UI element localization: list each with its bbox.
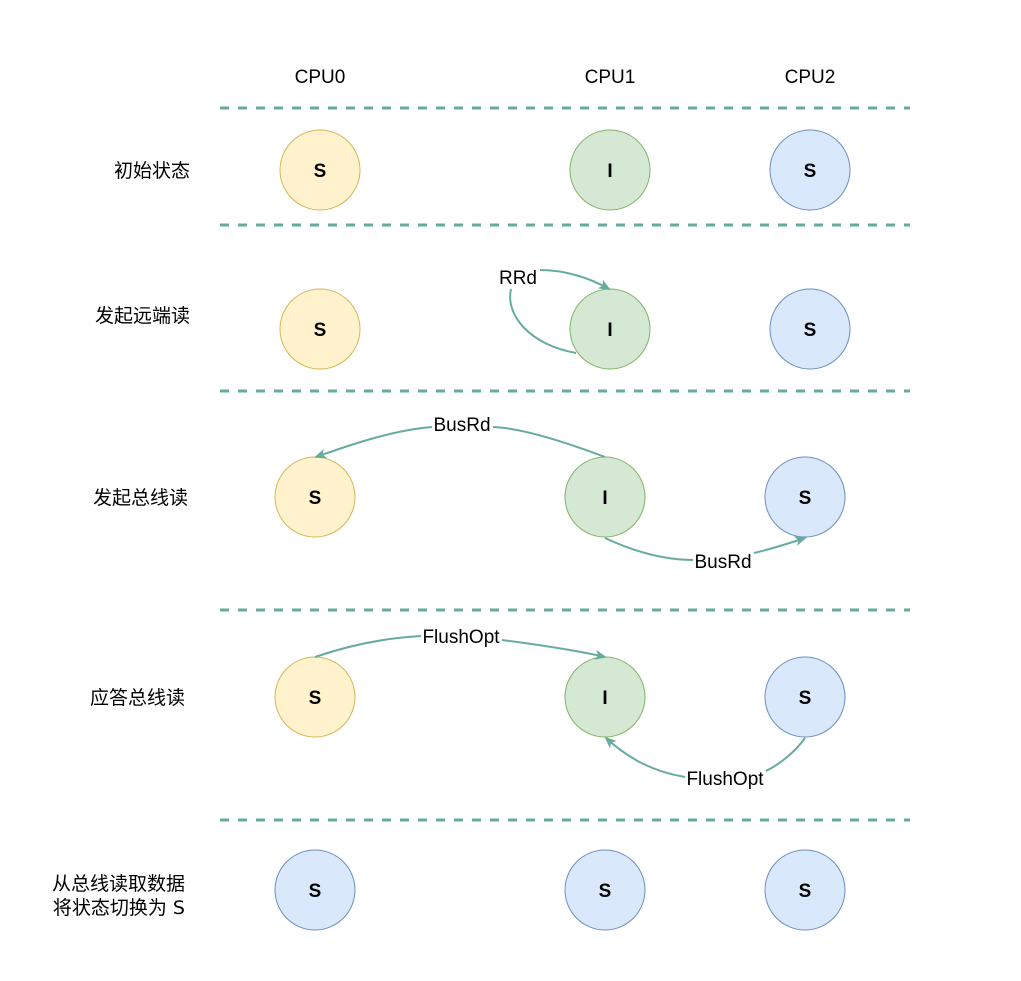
edge-rrd-arrow xyxy=(539,269,611,291)
state-circle xyxy=(279,288,361,370)
state-node-row3-cpu2: S xyxy=(764,656,846,738)
state-node-row4-cpu2: S xyxy=(764,849,846,931)
state-node-row0-cpu0: S xyxy=(279,129,361,211)
state-node-row3-cpu0: S xyxy=(274,656,356,738)
edge-flushopt-cpu2-a xyxy=(765,737,806,772)
state-label: S xyxy=(309,688,322,709)
state-node-row2-cpu1: I xyxy=(564,456,646,538)
state-label: I xyxy=(602,488,607,509)
state-node-row2-cpu2: S xyxy=(764,456,846,538)
row-label-remote-read: 发起远端读 xyxy=(95,305,190,327)
state-label: S xyxy=(309,488,322,509)
row-label-final-line2: 将状态切换为 S xyxy=(53,897,185,919)
state-label: I xyxy=(607,320,612,341)
edge-label-busrd-cpu2: BusRd xyxy=(694,552,751,573)
state-label: S xyxy=(799,881,812,902)
state-label: S xyxy=(804,161,817,182)
state-circle xyxy=(274,849,356,931)
state-label: S xyxy=(314,320,327,341)
column-header-cpu1: CPU1 xyxy=(585,67,636,88)
state-label: S xyxy=(309,881,322,902)
state-node-row0-cpu2: S xyxy=(769,129,851,211)
edge-label-rrd: RRd xyxy=(499,268,537,289)
edge-busrd-cpu0-b xyxy=(314,426,433,459)
state-node-row4-cpu0: S xyxy=(274,849,356,931)
edge-busrd-cpu0-a xyxy=(492,426,606,458)
edge-busrd-cpu2-a xyxy=(604,537,694,561)
edge-label-busrd-cpu0: BusRd xyxy=(433,415,490,436)
row-label-bus-reply: 应答总线读 xyxy=(90,687,185,709)
edge-label-flushopt-cpu0: FlushOpt xyxy=(422,627,500,648)
state-circle xyxy=(764,656,846,738)
state-node-row3-cpu1: I xyxy=(564,656,646,738)
state-circle xyxy=(769,288,851,370)
state-node-row1-cpu0: S xyxy=(279,288,361,370)
edge-flushopt-cpu2-b xyxy=(604,736,686,778)
row-label-final-line1: 从总线读取数据 xyxy=(52,873,185,895)
column-header-cpu0: CPU0 xyxy=(295,67,346,88)
edge-label-flushopt-cpu2: FlushOpt xyxy=(686,769,764,790)
column-header-cpu2: CPU2 xyxy=(785,67,836,88)
state-circle xyxy=(279,129,361,211)
state-circle xyxy=(764,849,846,931)
edge-flushopt-cpu0-b xyxy=(501,639,607,660)
state-circle xyxy=(569,129,651,211)
state-node-row2-cpu0: S xyxy=(274,456,356,538)
row-label-initial: 初始状态 xyxy=(114,160,190,182)
state-node-row0-cpu1: I xyxy=(569,129,651,211)
edge-flushopt-cpu0-a xyxy=(314,635,422,658)
state-label: I xyxy=(602,688,607,709)
state-label: I xyxy=(607,161,612,182)
state-label: S xyxy=(804,320,817,341)
state-node-row1-cpu1: I xyxy=(569,288,651,370)
state-label: S xyxy=(314,161,327,182)
edge-rrd-loop xyxy=(509,288,577,354)
state-label: S xyxy=(599,881,612,902)
state-label: S xyxy=(799,688,812,709)
edge-busrd-cpu2-b xyxy=(753,536,807,554)
state-circle xyxy=(564,849,646,931)
state-label: S xyxy=(799,488,812,509)
state-node-row4-cpu1: S xyxy=(564,849,646,931)
row-label-bus-read: 发起总线读 xyxy=(93,487,188,509)
state-node-row1-cpu2: S xyxy=(769,288,851,370)
state-circle xyxy=(769,129,851,211)
